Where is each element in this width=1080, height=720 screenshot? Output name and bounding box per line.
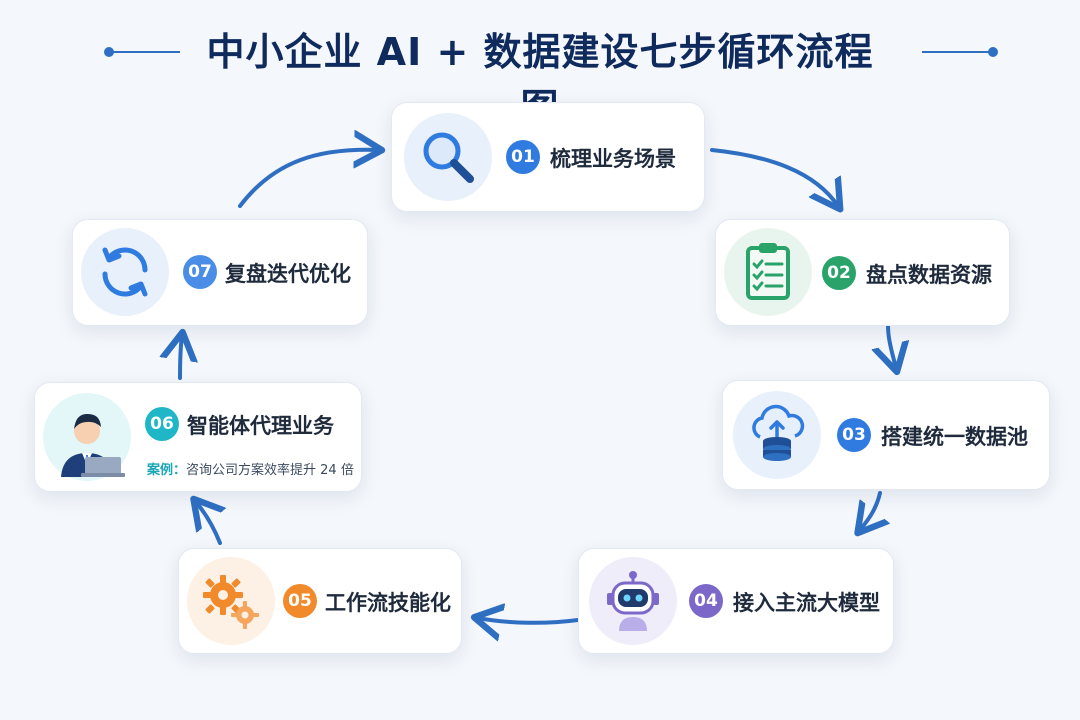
step-number-badge: 07 xyxy=(183,255,217,289)
case-label: 案例： xyxy=(147,463,187,478)
clipboard-checklist-icon xyxy=(724,228,812,316)
step-label: 盘点数据资源 xyxy=(866,263,992,287)
arrow-03-to-04 xyxy=(860,491,880,530)
step-label: 工作流技能化 xyxy=(325,591,451,615)
businessman-laptop-icon xyxy=(43,393,131,481)
step-label: 智能体代理业务 xyxy=(187,414,334,438)
step-card-04[interactable]: 04 接入主流大模型 xyxy=(578,548,894,654)
arrow-02-to-03 xyxy=(888,323,896,368)
gears-icon xyxy=(187,557,275,645)
refresh-cycle-icon xyxy=(81,228,169,316)
case-note: 案例：咨询公司方案效率提升 24 倍 xyxy=(147,459,354,478)
step-card-05[interactable]: 05 工作流技能化 xyxy=(178,548,462,654)
magnifier-icon xyxy=(404,113,492,201)
step-number-badge: 05 xyxy=(283,584,317,618)
arrow-05-to-06 xyxy=(196,502,220,545)
arrow-04-to-05 xyxy=(478,618,580,623)
cloud-database-icon xyxy=(733,391,821,479)
arrow-06-to-07 xyxy=(180,336,182,380)
step-card-07[interactable]: 07 复盘迭代优化 xyxy=(72,219,368,326)
step-card-01[interactable]: 01 梳理业务场景 xyxy=(391,102,705,212)
step-card-03[interactable]: 03 搭建统一数据池 xyxy=(722,380,1050,490)
step-label: 搭建统一数据池 xyxy=(881,425,1028,449)
step-number-badge: 06 xyxy=(145,407,179,441)
title-decoration-line-left xyxy=(110,51,180,53)
step-card-06[interactable]: 06 智能体代理业务 案例：咨询公司方案效率提升 24 倍 xyxy=(34,382,362,492)
title-decoration-dot-right xyxy=(988,47,998,57)
step-label: 复盘迭代优化 xyxy=(225,262,351,286)
step-number-badge: 01 xyxy=(506,140,540,174)
step-number-badge: 04 xyxy=(689,584,723,618)
step-number-badge: 02 xyxy=(822,256,856,290)
title-decoration-line-right xyxy=(922,51,992,53)
step-card-02[interactable]: 02 盘点数据资源 xyxy=(715,219,1010,326)
title-decoration-dot-left xyxy=(104,47,114,57)
case-text: 咨询公司方案效率提升 24 倍 xyxy=(186,463,354,478)
step-label: 梳理业务场景 xyxy=(550,147,676,171)
robot-icon xyxy=(589,557,677,645)
step-label: 接入主流大模型 xyxy=(733,591,880,615)
arrow-01-to-02 xyxy=(710,148,838,206)
arrow-07-to-01 xyxy=(238,150,378,208)
step-number-badge: 03 xyxy=(837,418,871,452)
